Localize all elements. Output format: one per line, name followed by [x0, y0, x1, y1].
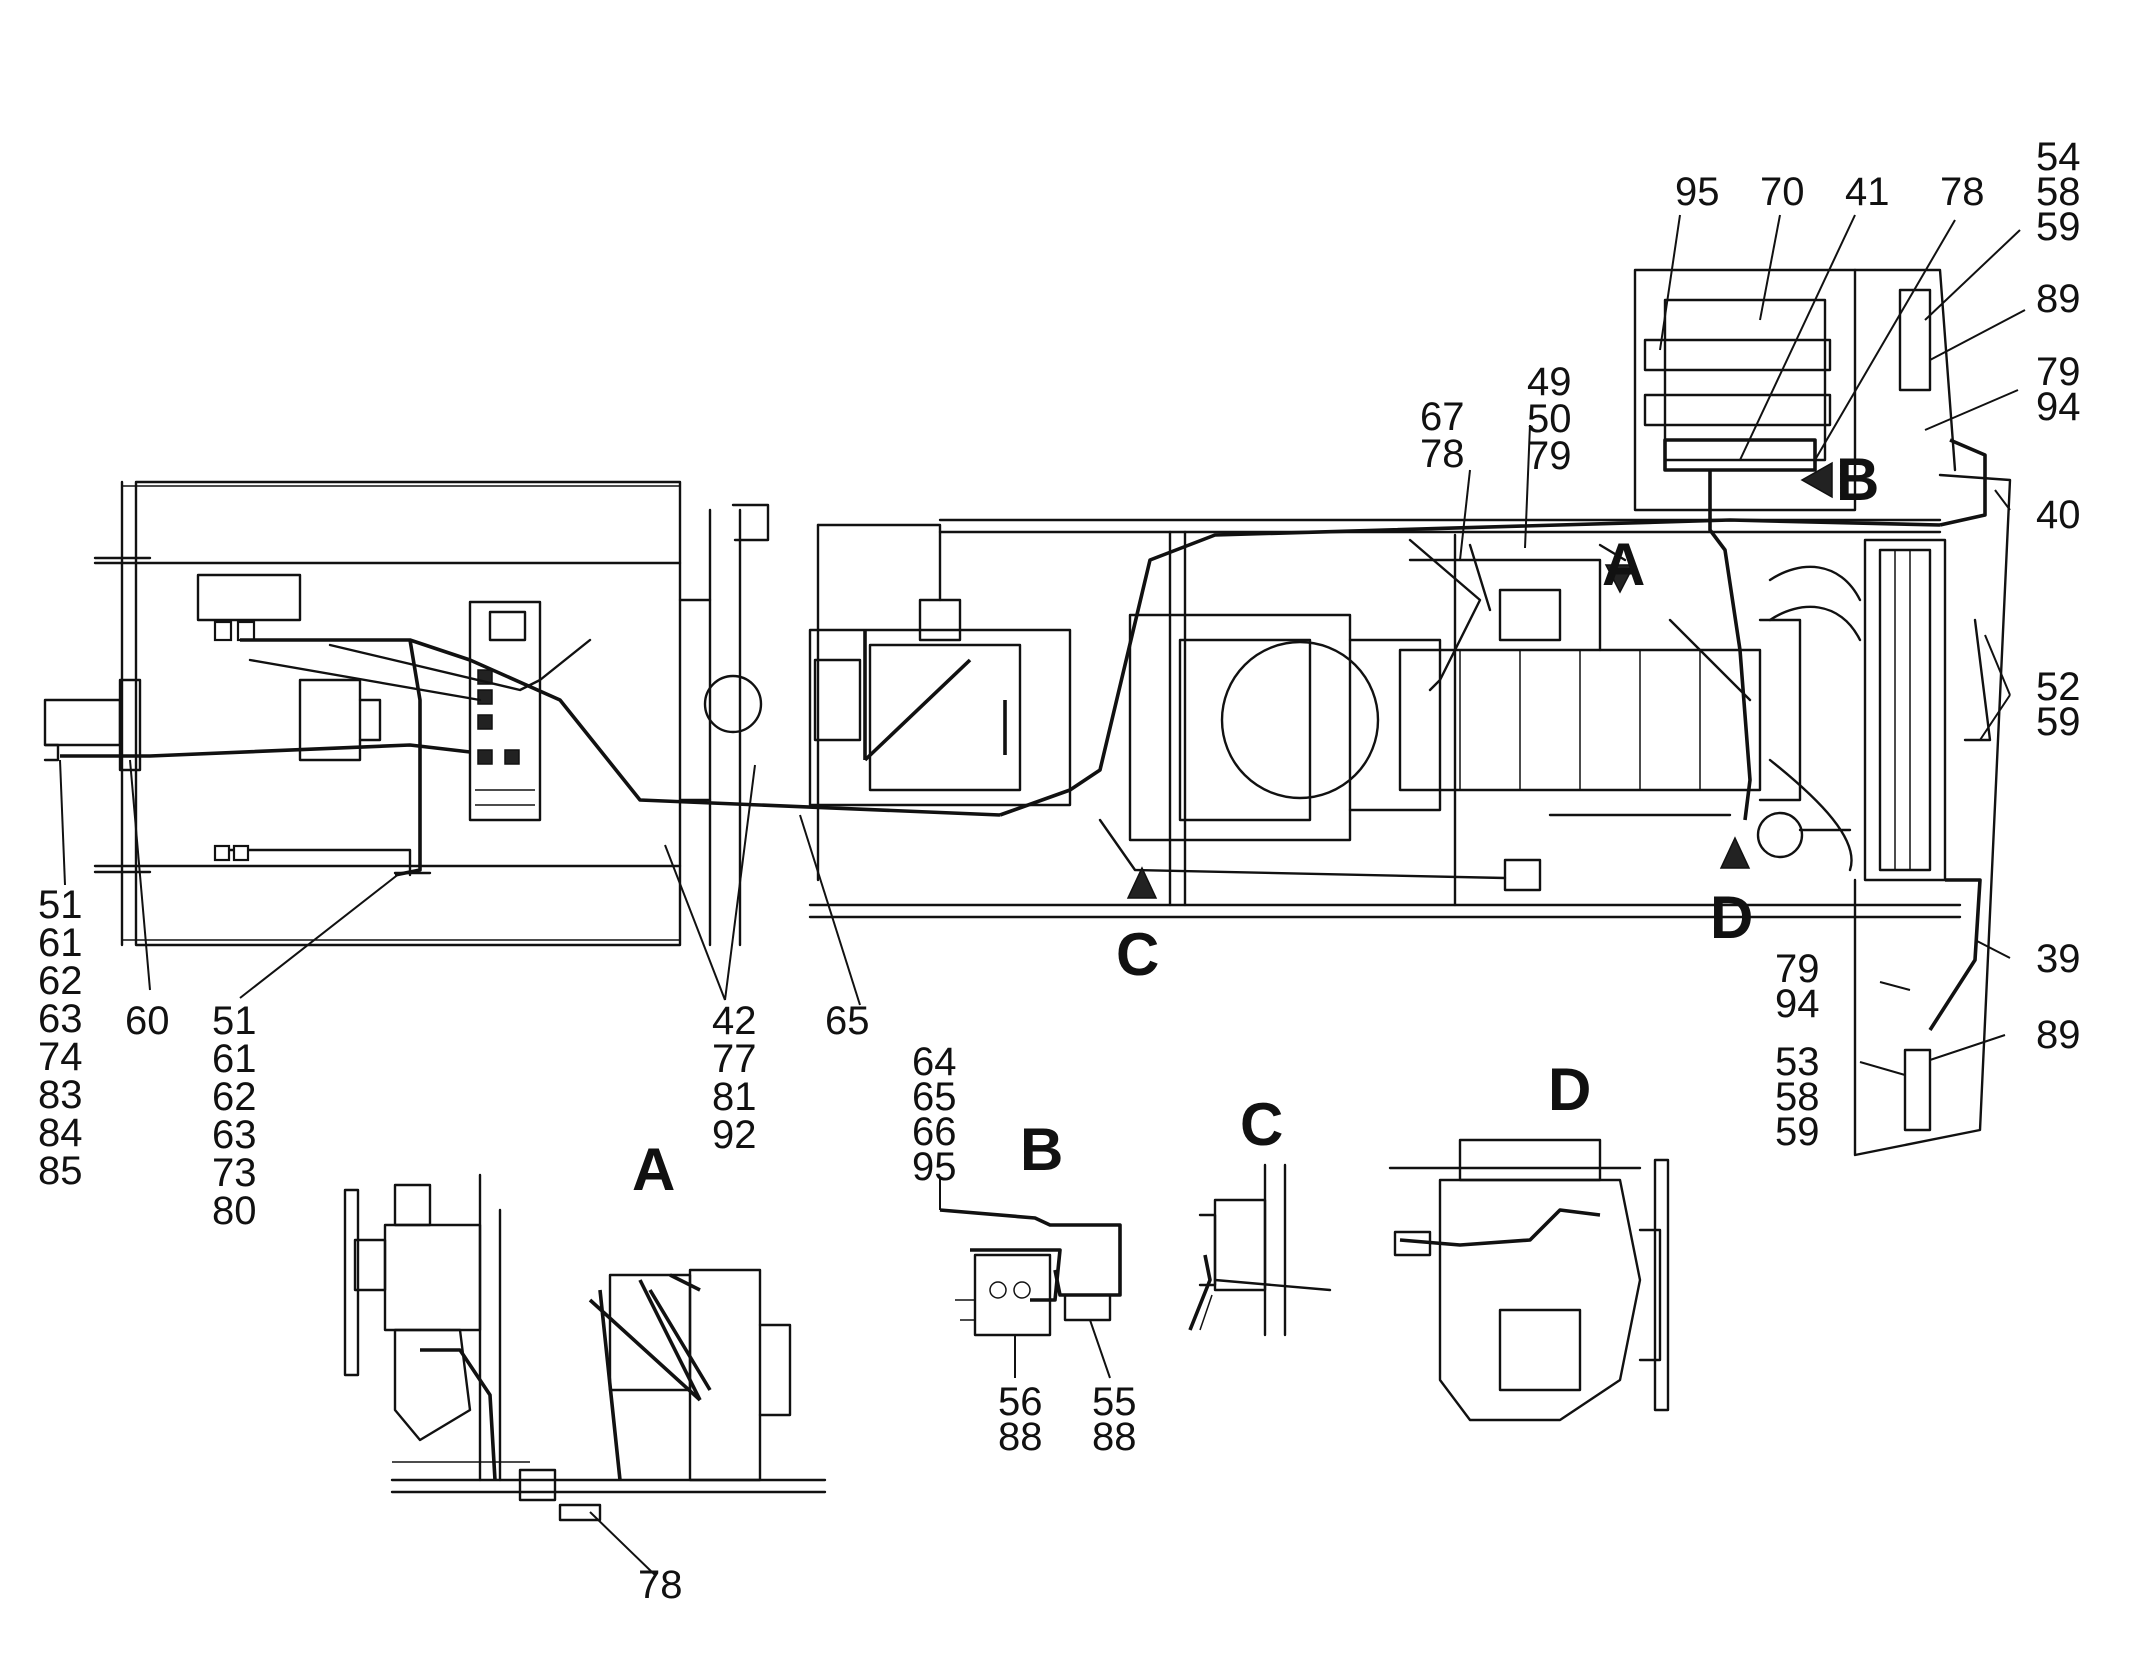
callout-59-top: 59: [2036, 205, 2081, 249]
callout-list-b-item: 64: [912, 1040, 957, 1084]
callout-list-2-item: 61: [212, 1037, 257, 1081]
view-letters: B A C D A B C D: [632, 446, 1879, 1203]
callout-list-2-item: 62: [212, 1075, 257, 1119]
view-marker-d: D: [1710, 884, 1753, 951]
callout-list-3-item: 42: [712, 999, 757, 1043]
callout-list-1-item: 51: [38, 883, 83, 927]
callout-list-1-item: 61: [38, 921, 83, 965]
callout-list-1-item: 62: [38, 959, 83, 1003]
callout-56: 56: [998, 1380, 1043, 1424]
callout-79-mid: 79: [1527, 434, 1572, 478]
callout-65: 65: [825, 999, 870, 1043]
detail-title-d: D: [1548, 1056, 1591, 1123]
callout-88-a: 88: [998, 1415, 1043, 1459]
callout-list-3-item: 81: [712, 1075, 757, 1119]
callout-52: 52: [2036, 665, 2081, 709]
callout-list-3-item: 77: [712, 1037, 757, 1081]
callout-94-r1: 94: [2036, 385, 2081, 429]
callout-53: 53: [1775, 1040, 1820, 1084]
callout-49: 49: [1527, 360, 1572, 404]
callout-79-r2: 79: [1775, 947, 1820, 991]
callout-list-2-item: 51: [212, 999, 257, 1043]
callout-list-3-item: 92: [712, 1113, 757, 1157]
callout-54: 54: [2036, 135, 2081, 179]
callout-95: 95: [1675, 170, 1720, 214]
callout-60: 60: [125, 999, 170, 1043]
callout-list-1-item: 84: [38, 1111, 83, 1155]
view-marker-b: B: [1836, 446, 1879, 513]
callout-40: 40: [2036, 493, 2081, 537]
detail-view-d: [1388, 1138, 1670, 1422]
callout-list-1-item: 74: [38, 1035, 83, 1079]
callout-89-bot: 89: [2036, 1013, 2081, 1057]
detail-view-a: [343, 1173, 827, 1522]
detail-title-b: B: [1020, 1116, 1063, 1183]
view-marker-a: A: [1602, 531, 1645, 598]
detail-view-c: [1188, 1163, 1332, 1337]
callout-list-1-item: 85: [38, 1149, 83, 1193]
detail-view-b: [939, 1208, 1122, 1337]
callout-41: 41: [1845, 170, 1890, 214]
callout-79-r1: 79: [2036, 350, 2081, 394]
callout-list-2-item: 63: [212, 1113, 257, 1157]
callout-list-b-item: 65: [912, 1075, 957, 1119]
callout-58-bot: 58: [1775, 1075, 1820, 1119]
callout-88-b: 88: [1092, 1415, 1137, 1459]
callout-list-b-item: 95: [912, 1145, 957, 1189]
callout-59-bot: 59: [1775, 1110, 1820, 1154]
leader-lines: [59, 214, 2026, 1576]
callout-50: 50: [1527, 397, 1572, 441]
chassis-main-view: [43, 268, 2012, 1157]
callout-labels: 95 70 41 78 54 58 59 89 79 94 40 52 59 4…: [38, 135, 2081, 1607]
callout-list-2-item: 80: [212, 1189, 257, 1233]
callout-94-r2: 94: [1775, 982, 1820, 1026]
callout-55: 55: [1092, 1380, 1137, 1424]
callout-list-1-item: 63: [38, 997, 83, 1041]
callout-78-mid: 78: [1420, 432, 1465, 476]
callout-list-2-item: 73: [212, 1151, 257, 1195]
callout-list-b-item: 66: [912, 1110, 957, 1154]
callout-39: 39: [2036, 937, 2081, 981]
view-marker-c: C: [1116, 921, 1159, 988]
callout-list-1-item: 83: [38, 1073, 83, 1117]
callout-89-top: 89: [2036, 277, 2081, 321]
callout-78-bot: 78: [638, 1563, 683, 1607]
callout-67: 67: [1420, 395, 1465, 439]
callout-58-top: 58: [2036, 170, 2081, 214]
callout-70: 70: [1760, 170, 1805, 214]
callout-59-r: 59: [2036, 700, 2081, 744]
detail-title-c: C: [1240, 1091, 1283, 1158]
detail-title-a: A: [632, 1136, 675, 1203]
callout-78-top: 78: [1940, 170, 1985, 214]
